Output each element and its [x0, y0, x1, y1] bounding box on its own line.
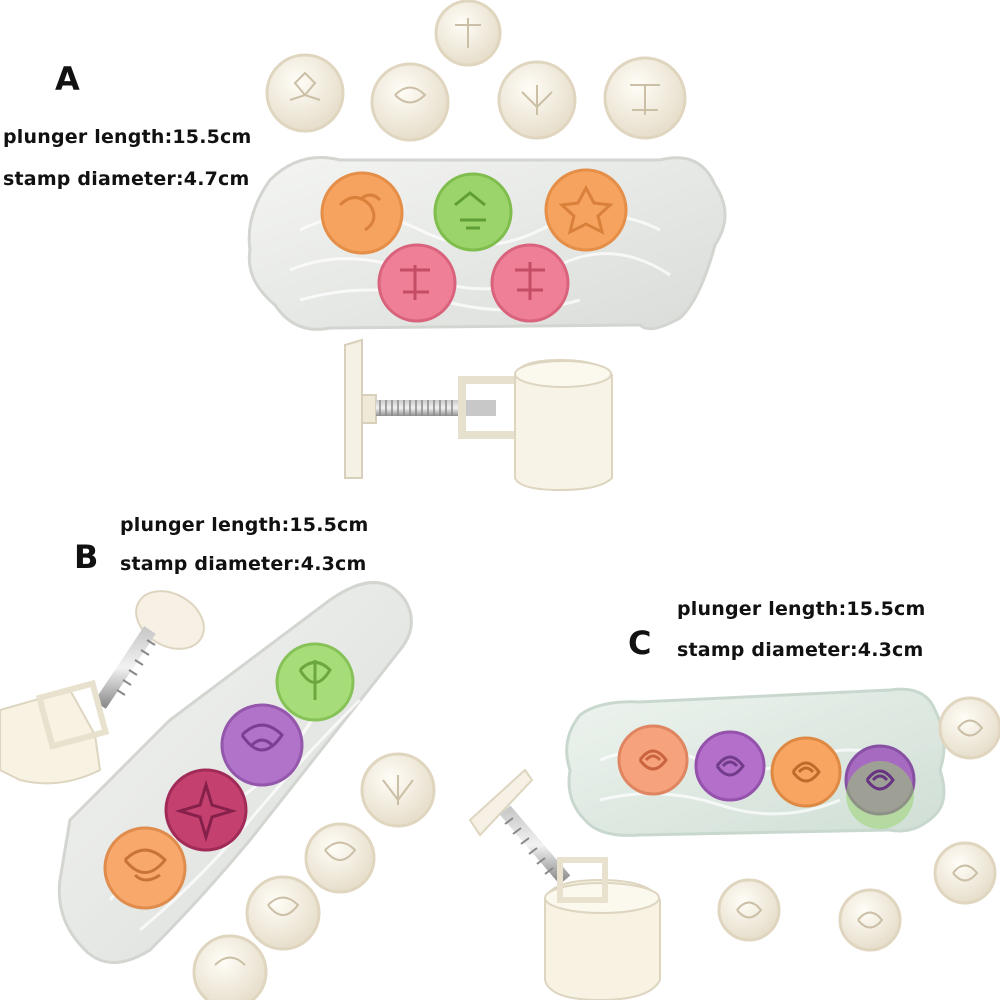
plunger-b	[0, 590, 205, 785]
section-a-image	[247, 0, 727, 492]
colored-stamps-c	[617, 724, 916, 829]
plunger-a	[344, 338, 613, 492]
white-stamp-plates-b	[192, 752, 436, 1000]
white-stamp-plates-a	[265, 0, 687, 142]
section-c-plunger-length: plunger length:15.5cm	[677, 598, 926, 620]
colored-stamps-a	[320, 168, 628, 323]
section-b-plunger-length: plunger length:15.5cm	[120, 514, 369, 536]
colored-stamps-b	[103, 642, 355, 910]
section-b-image	[0, 581, 436, 1000]
section-c-image	[468, 687, 1000, 1000]
section-b-letter: B	[74, 538, 99, 576]
section-c-letter: C	[628, 624, 652, 662]
section-b-stamp-diameter: stamp diameter:4.3cm	[120, 553, 367, 575]
section-a-stamp-diameter: stamp diameter:4.7cm	[3, 168, 250, 190]
section-c-stamp-diameter: stamp diameter:4.3cm	[677, 639, 924, 661]
section-a-letter: A	[55, 60, 80, 98]
section-a-plunger-length: plunger length:15.5cm	[3, 126, 252, 148]
white-stamp-plates-c	[717, 696, 1000, 952]
plunger-c	[468, 768, 661, 1000]
